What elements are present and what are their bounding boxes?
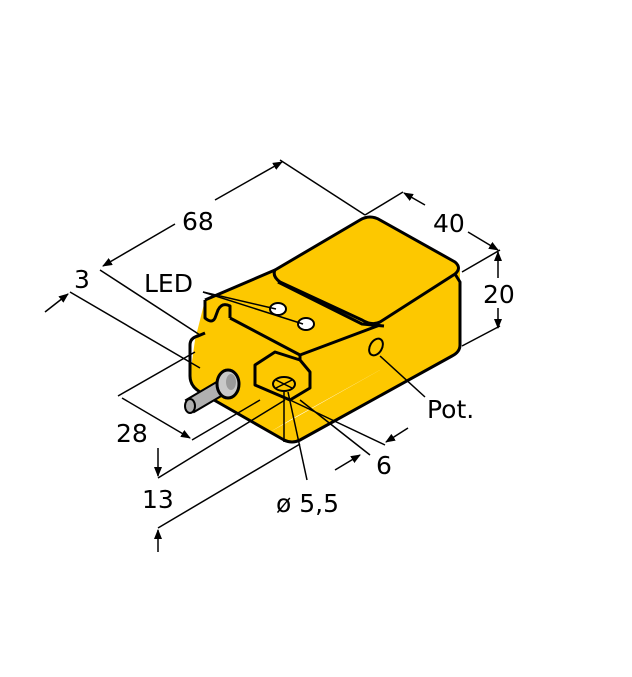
label-led: LED (144, 269, 193, 298)
dim-hole-diameter: ø 5,5 (276, 489, 339, 518)
dim-depth: 28 (116, 419, 148, 448)
dim-mount-6: 6 (376, 451, 392, 480)
cable-gland (184, 368, 241, 414)
dim-length: 68 (182, 207, 214, 236)
dim-offset-top: 3 (74, 265, 90, 294)
sensor-housing (188, 215, 462, 444)
dim-mount-13: 13 (142, 485, 174, 514)
dim-height: 20 (483, 280, 515, 309)
led-2 (297, 317, 315, 331)
label-pot: Pot. (427, 395, 474, 424)
dimension-lines (44, 159, 502, 552)
led-1 (269, 302, 287, 316)
dim-width: 40 (433, 209, 465, 238)
